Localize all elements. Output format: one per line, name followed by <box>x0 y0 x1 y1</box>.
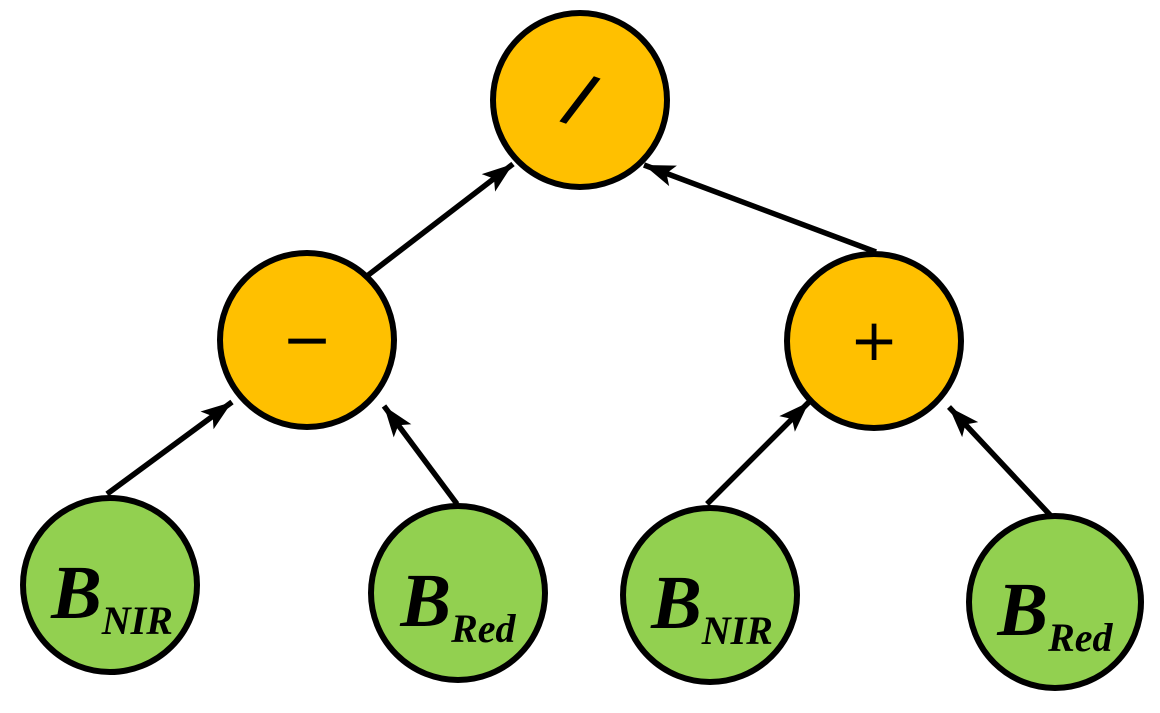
band-subscript-text: Red <box>450 606 516 651</box>
band-nir-right-node: BNIR <box>620 505 800 685</box>
band-red-left-circle <box>368 503 548 683</box>
edge-nir-right-to-add <box>705 400 811 506</box>
divide-node-circle <box>490 10 670 190</box>
band-red-left-label: BRed <box>399 559 516 651</box>
subtract-symbol: − <box>282 305 332 375</box>
band-red-right-node: BRed <box>966 513 1144 691</box>
band-red-right-circle <box>966 513 1144 691</box>
subtract-node-circle <box>217 250 397 430</box>
band-nir-left-circle <box>20 495 200 675</box>
edge-nir-left-to-subtract <box>105 399 234 497</box>
band-base-text: B <box>996 568 1048 652</box>
edge-red-right-to-add <box>946 405 1054 518</box>
add-symbol: + <box>850 306 899 374</box>
divide-node: / <box>490 10 670 190</box>
band-subscript-text: NIR <box>701 608 773 653</box>
band-nir-left-label: BNIR <box>50 551 173 643</box>
band-red-right-label: BRed <box>996 568 1113 660</box>
band-red-left-node: BRed <box>368 503 548 683</box>
band-base-text: B <box>50 551 102 635</box>
add-node-circle <box>784 251 964 431</box>
band-subscript-text: Red <box>1047 615 1113 660</box>
band-nir-right-circle <box>620 505 800 685</box>
edges-layer <box>105 161 1054 518</box>
edge-red-left-to-subtract <box>381 404 460 506</box>
band-nir-left-node: BNIR <box>20 495 200 675</box>
band-subscript-text: NIR <box>101 598 173 643</box>
edge-subtract-to-divide <box>365 161 515 279</box>
band-nir-right-label: BNIR <box>650 561 773 653</box>
add-node: + <box>784 251 964 431</box>
band-base-text: B <box>650 561 702 645</box>
edge-add-to-divide <box>643 162 877 255</box>
subtract-node: − <box>217 250 397 430</box>
band-base-text: B <box>399 559 451 643</box>
